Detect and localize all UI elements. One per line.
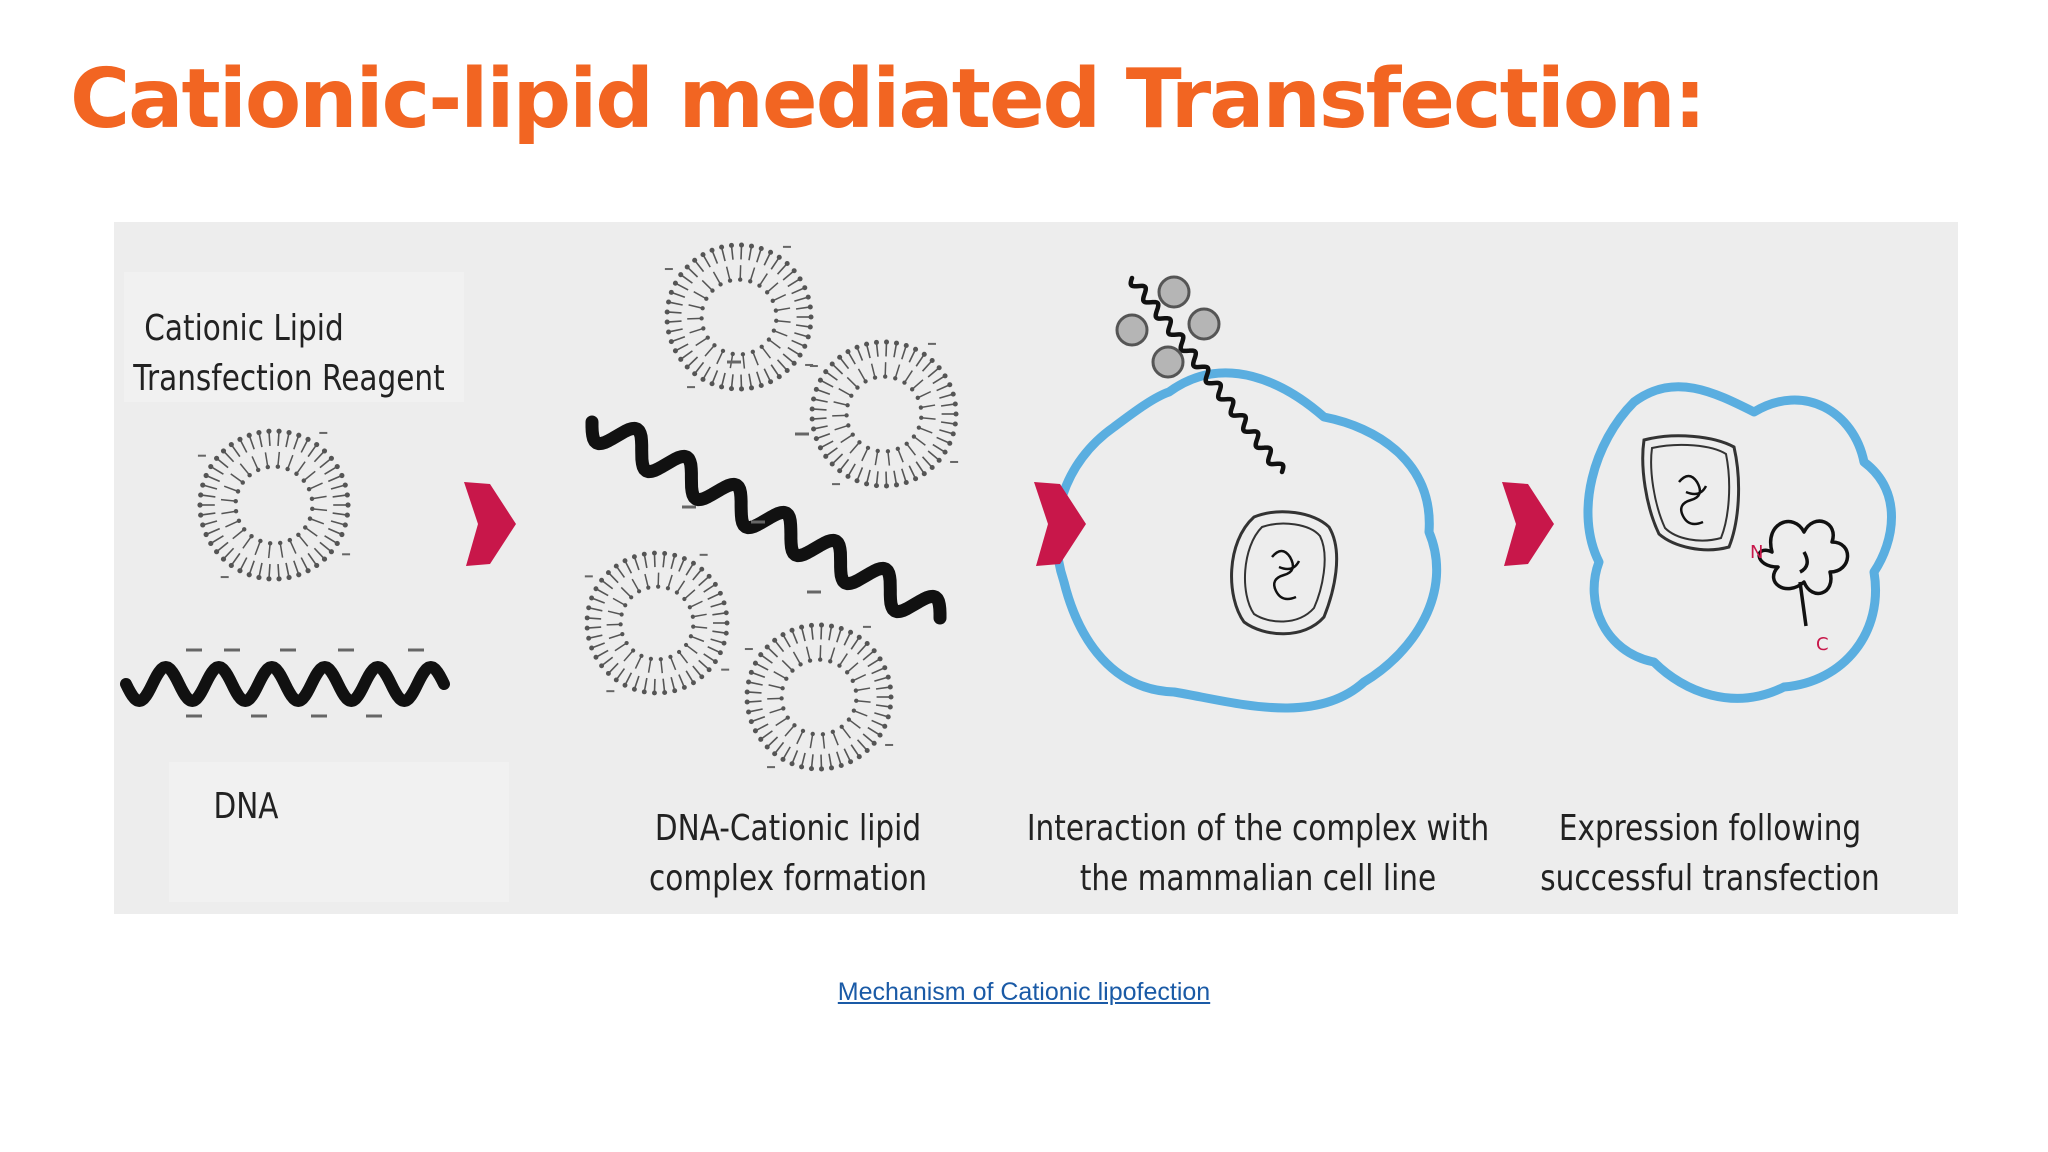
cell-membrane — [1051, 368, 1442, 713]
cell-nucleus — [1641, 434, 1741, 552]
complex-label: DNA-Cationic lipid complex formation — [640, 804, 935, 904]
reagent-label-line-1: Cationic Lipid — [144, 308, 344, 349]
liposome — [809, 339, 959, 489]
diagram-illustration: NC — [120, 242, 1896, 902]
process-arrow-1 — [464, 482, 516, 566]
cationic-lipid-bead — [1157, 275, 1191, 309]
chromatin-icon — [1271, 549, 1301, 601]
process-arrow-3 — [1502, 482, 1554, 566]
dna-helix — [120, 661, 450, 707]
reagent-label-line-2: Transfection Reagent — [133, 358, 445, 399]
expression-label-line-1: Expression following — [1558, 808, 1862, 849]
cationic-lipid-bead — [1151, 345, 1185, 379]
inserted-dna — [1128, 275, 1286, 475]
liposome-cluster — [584, 242, 959, 772]
expression-label-line-2: successful transfection — [1540, 858, 1880, 899]
liposome-reagent — [197, 428, 351, 582]
cell-expression: NC — [1583, 382, 1896, 703]
chromatin-icon — [1678, 474, 1708, 526]
cationic-lipid-bead — [1187, 307, 1221, 341]
complex-label-line-1: DNA-Cationic lipid — [654, 808, 922, 849]
cell-membrane — [1583, 382, 1896, 703]
cell-nucleus — [1230, 510, 1339, 636]
dna-label: DNA — [213, 786, 279, 827]
cell-interaction — [1051, 275, 1442, 713]
reagent-label: Cationic Lipid Transfection Reagent — [133, 304, 445, 404]
liposome — [664, 242, 814, 392]
complex-label-line-2: complex formation — [649, 858, 927, 899]
interaction-label-line-1: Interaction of the complex with — [1026, 808, 1490, 849]
c-terminus-label: C — [1816, 634, 1829, 655]
expressed-protein — [1757, 519, 1850, 627]
dna-strand — [120, 648, 450, 718]
slide-title: Cationic-lipid mediated Transfection: — [70, 52, 1706, 147]
liposome — [197, 428, 351, 582]
dna-complex-helix — [585, 415, 947, 625]
interaction-label-line-2: the mammalian cell line — [1079, 858, 1437, 899]
expression-label: Expression following successful transfec… — [1530, 804, 1891, 904]
cationic-lipid-bead — [1115, 313, 1149, 347]
liposome — [744, 622, 894, 772]
liposome — [584, 550, 730, 696]
process-arrow-2 — [1034, 482, 1086, 566]
dna-complex-strand — [585, 360, 947, 625]
source-link[interactable]: Mechanism of Cationic lipofection — [837, 978, 1211, 1006]
interaction-label: Interaction of the complex with the mamm… — [1020, 804, 1496, 904]
n-terminus-label: N — [1750, 542, 1763, 563]
